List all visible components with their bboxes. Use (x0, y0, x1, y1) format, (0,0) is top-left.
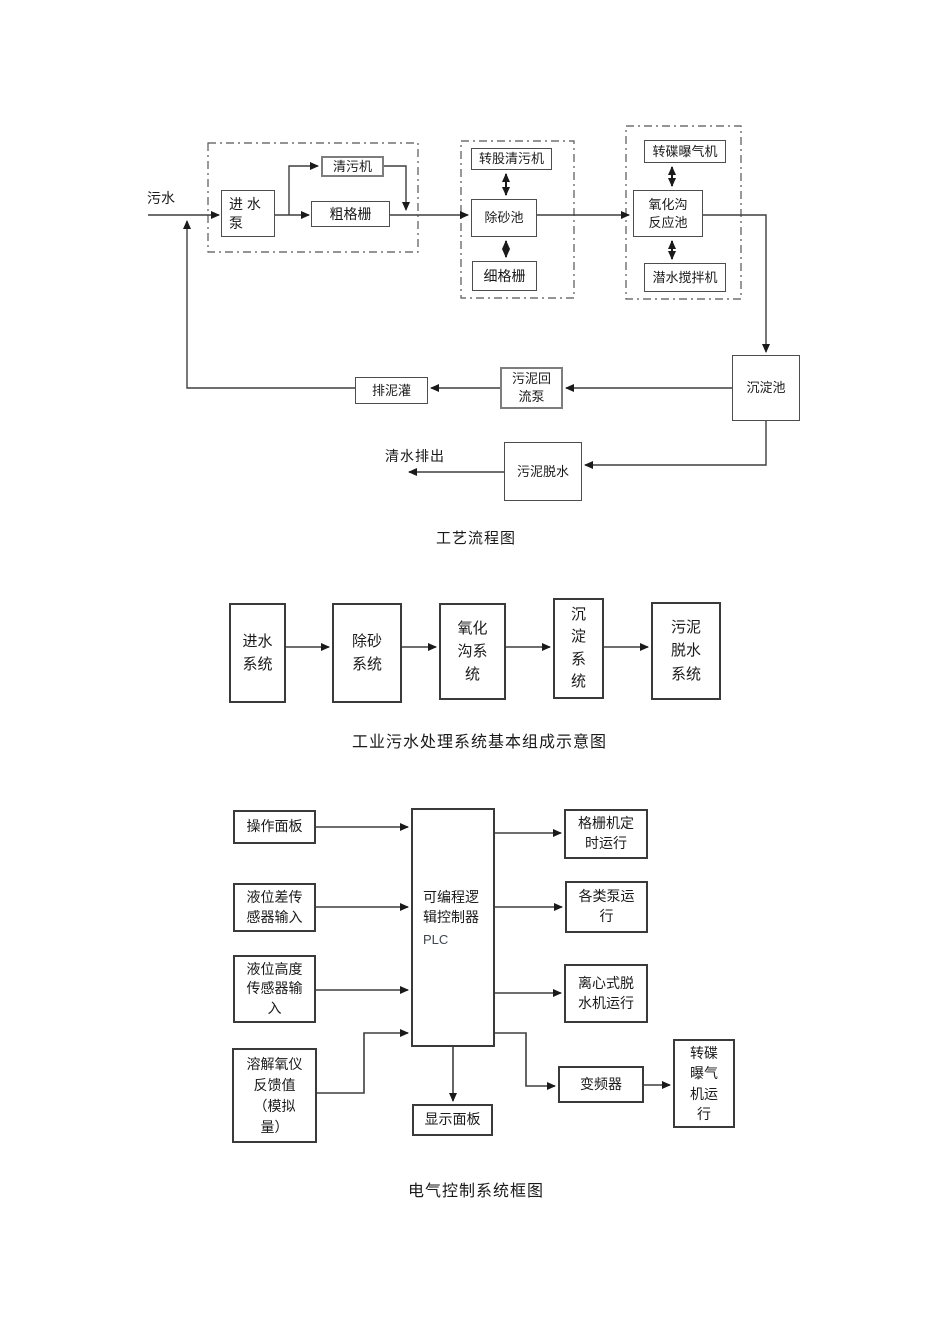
diagram1-double-arrows (502, 166, 676, 260)
diagram3-caption: 电气控制系统框图 (408, 1183, 545, 1200)
diagram3-flow-arrows (316, 823, 671, 1102)
drum-cleaner-box: 转股清污机 (471, 148, 552, 170)
trash-cleaner-box: 清污机 (321, 156, 384, 177)
display-panel-box: 显示面板 (412, 1104, 493, 1136)
intake-pump-box: 进 水 泵 (221, 190, 275, 237)
fine-screen-box: 细格栅 (472, 261, 537, 291)
sludge-discharge-tank-box: 排泥灌 (355, 377, 428, 404)
pumps-operation-box: 各类泵运 行 (565, 881, 648, 933)
level-height-sensor-box: 液位高度 传感器输 入 (233, 955, 316, 1023)
operation-panel-box: 操作面板 (233, 810, 316, 844)
desanding-system-box: 除砂 系统 (332, 603, 402, 703)
outflow-label: 清水排出 (385, 448, 445, 464)
dissolved-oxygen-feedback-box: 溶解氧仪 反馈值 （模拟 量） (232, 1048, 317, 1143)
plc-box: 可编程逻 辑控制器 PLC (411, 808, 495, 1047)
submersible-mixer-box: 潜水搅拌机 (644, 263, 726, 292)
diagram1-caption: 工艺流程图 (436, 530, 517, 547)
coarse-screen-box: 粗格栅 (311, 201, 390, 227)
sedimentation-system-box: 沉 淀 系 统 (553, 598, 604, 699)
oxidation-ditch-box: 氧化沟 反应池 (633, 190, 703, 237)
diagram1-flow-arrows (148, 162, 770, 476)
centrifugal-dewatering-box: 离心式脱 水机运行 (564, 964, 648, 1023)
intake-system-box: 进水 系统 (229, 603, 286, 703)
plc-title: 可编程逻 辑控制器 (423, 889, 479, 925)
inflow-label: 污水 (147, 190, 175, 206)
grit-chamber-box: 除砂池 (471, 199, 537, 237)
frequency-converter-box: 变频器 (558, 1066, 644, 1103)
diagram2-caption: 工业污水处理系统基本组成示意图 (352, 734, 608, 751)
sedimentation-tank-box: 沉淀池 (732, 355, 800, 421)
disc-aerator-box: 转碟曝气机 (644, 140, 726, 163)
plc-sub-label: PLC (423, 932, 449, 948)
sludge-dewatering-box: 污泥脱水 (504, 442, 582, 501)
sludge-return-pump-box: 污泥回 流泵 (500, 367, 563, 409)
screen-machine-timed-box: 格栅机定 时运行 (564, 809, 648, 859)
sludge-dewatering-system-box: 污泥 脱水 系统 (651, 602, 721, 700)
level-diff-sensor-box: 液位差传 感器输入 (233, 883, 316, 932)
oxidation-ditch-system-box: 氧化 沟系 统 (439, 603, 506, 700)
disc-aerator-operation-box: 转碟 曝气 机运 行 (673, 1039, 735, 1128)
